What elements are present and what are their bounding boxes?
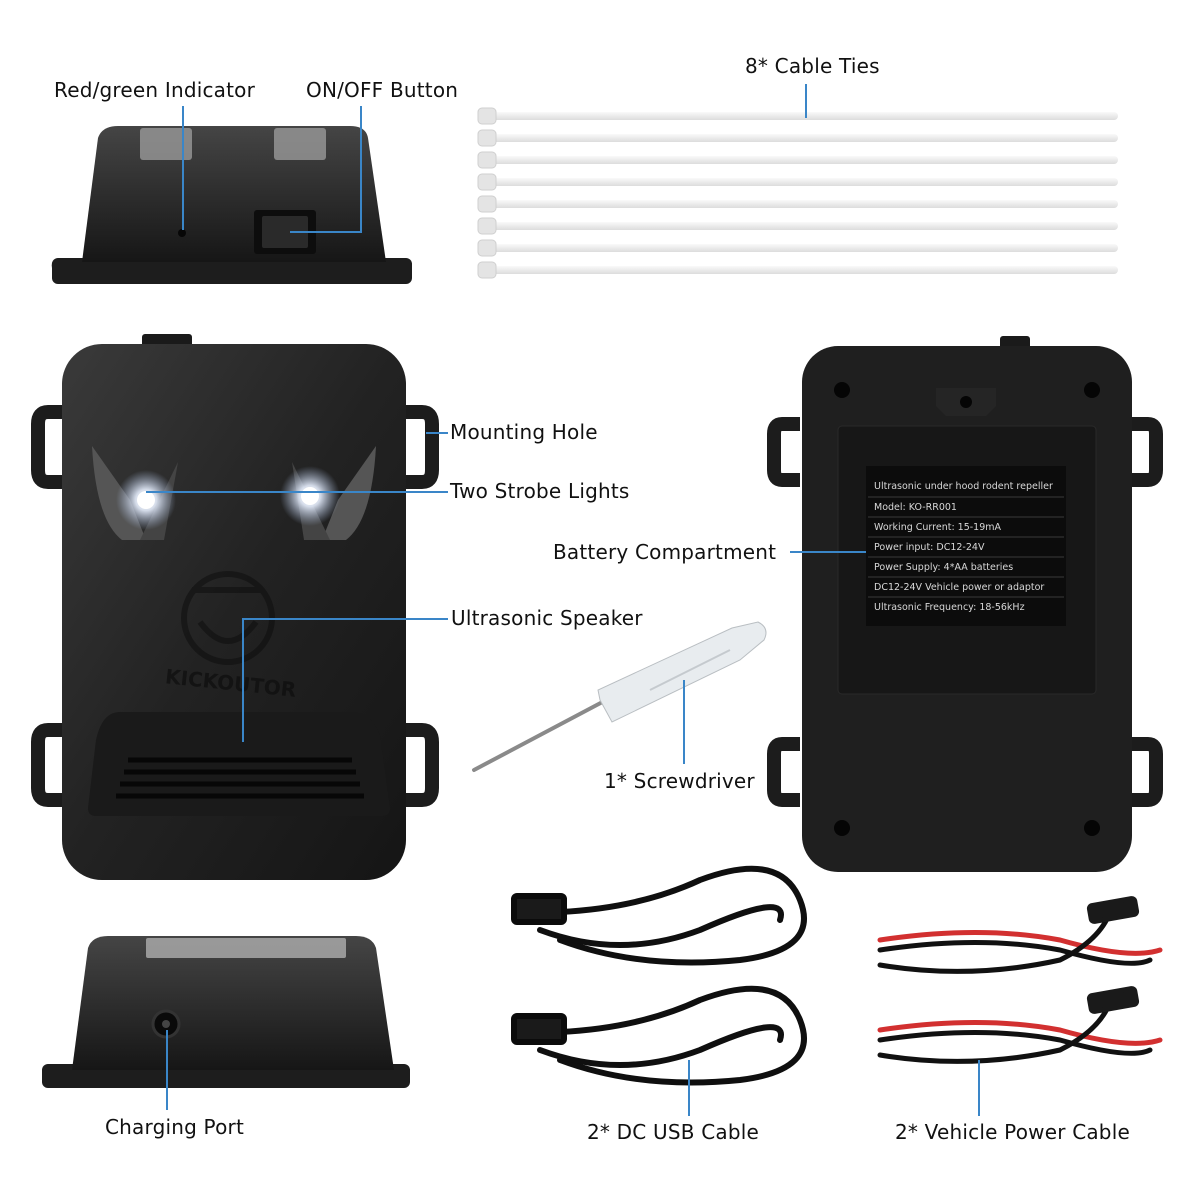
charging-port-label: Charging Port <box>105 1115 244 1139</box>
spec-line: Power input: DC12-24V <box>874 542 985 553</box>
device-front-view: KICKOUTOR <box>31 334 439 880</box>
spec-line: Model: KO-RR001 <box>874 502 957 513</box>
device-top-view <box>51 126 412 284</box>
battery-callout-line <box>790 551 866 553</box>
screwdriver-callout-line <box>683 680 685 764</box>
mounting-hole-label: Mounting Hole <box>450 420 598 444</box>
cable-ties-label: 8* Cable Ties <box>745 54 880 78</box>
vehicle-cables-image <box>877 896 1163 1064</box>
indicator-label: Red/green Indicator <box>54 78 256 102</box>
vehicle-power-cable-label: 2* Vehicle Power Cable <box>895 1120 1130 1144</box>
charging-callout-line <box>166 1030 168 1110</box>
strobe-callout-line <box>146 491 448 493</box>
spec-line: Working Current: 15-19mA <box>874 522 1002 533</box>
device-side-view <box>42 936 410 1088</box>
usb-callout-line <box>688 1060 690 1116</box>
spec-line: Ultrasonic under hood rodent repeller <box>874 481 1053 492</box>
onoff-callout-line-h <box>290 231 362 233</box>
screwdriver-image <box>472 621 767 772</box>
speaker-callout-line <box>242 618 448 620</box>
device-back-view: Ultrasonic under hood rodent repeller Mo… <box>767 336 1163 872</box>
ultrasonic-speaker-label: Ultrasonic Speaker <box>451 606 643 630</box>
cable-ties-image <box>477 107 1118 279</box>
spec-line: DC12-24V Vehicle power or adaptor <box>874 582 1044 593</box>
dc-usb-cable-label: 2* DC USB Cable <box>587 1120 759 1144</box>
cableties-callout-line <box>805 84 807 118</box>
usb-cables-image <box>511 865 807 1086</box>
screwdriver-label: 1* Screwdriver <box>604 769 755 793</box>
mounting-callout-line <box>426 432 448 434</box>
spec-line: Power Supply: 4*AA batteries <box>874 562 1013 573</box>
spec-plate: Ultrasonic under hood rodent repeller Mo… <box>868 481 1064 613</box>
speaker-callout-line-v <box>242 618 244 742</box>
onoff-callout-line <box>360 106 362 232</box>
indicator-callout-line <box>182 106 184 230</box>
spec-line: Ultrasonic Frequency: 18-56kHz <box>874 602 1025 613</box>
vehicle-callout-line <box>978 1060 980 1116</box>
on-off-button-label: ON/OFF Button <box>306 78 459 102</box>
battery-compartment-label: Battery Compartment <box>553 540 777 564</box>
strobe-lights-label: Two Strobe Lights <box>450 479 630 503</box>
